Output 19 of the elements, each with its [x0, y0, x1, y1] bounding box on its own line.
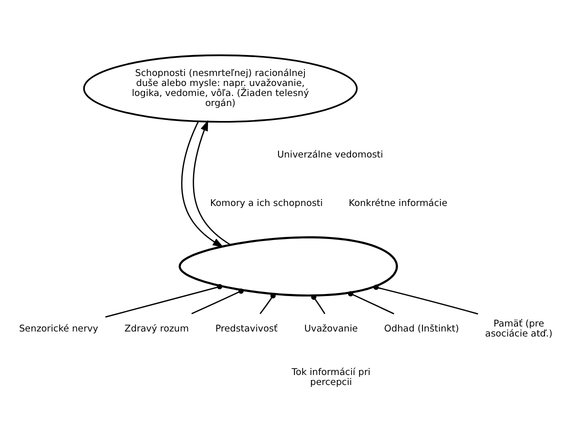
node-text: Senzorické nervy — [19, 323, 98, 334]
connector — [105, 284, 222, 318]
node-ellipse: Schopnosti (nesmrteľnej) racionálnej duše alebo mysle: napr. uvažovanie, logika, vedomie, vôľa. (Žiaden telesný orgán) — [83, 54, 358, 123]
arrow — [181, 121, 224, 248]
connector — [373, 284, 478, 315]
label: Komory a ich schopnosti — [210, 198, 323, 210]
arrow — [192, 120, 231, 246]
connector — [260, 293, 276, 314]
label: Tok informácií pri percepcii — [292, 366, 370, 388]
label: Konkrétne informácie — [348, 198, 448, 210]
node-text: Odhad (Inštinkt) — [384, 323, 460, 334]
node-text: Pamäť (pre asociácie atď.) — [485, 318, 552, 340]
connector — [311, 294, 326, 314]
node-text: Predstavivosť — [215, 323, 278, 334]
connector — [191, 288, 244, 314]
connector — [348, 291, 394, 314]
label: Univerzálne vedomosti — [277, 150, 384, 161]
node-text: Zdravý rozum — [124, 323, 189, 334]
node-text: Uvažovanie — [304, 323, 358, 334]
